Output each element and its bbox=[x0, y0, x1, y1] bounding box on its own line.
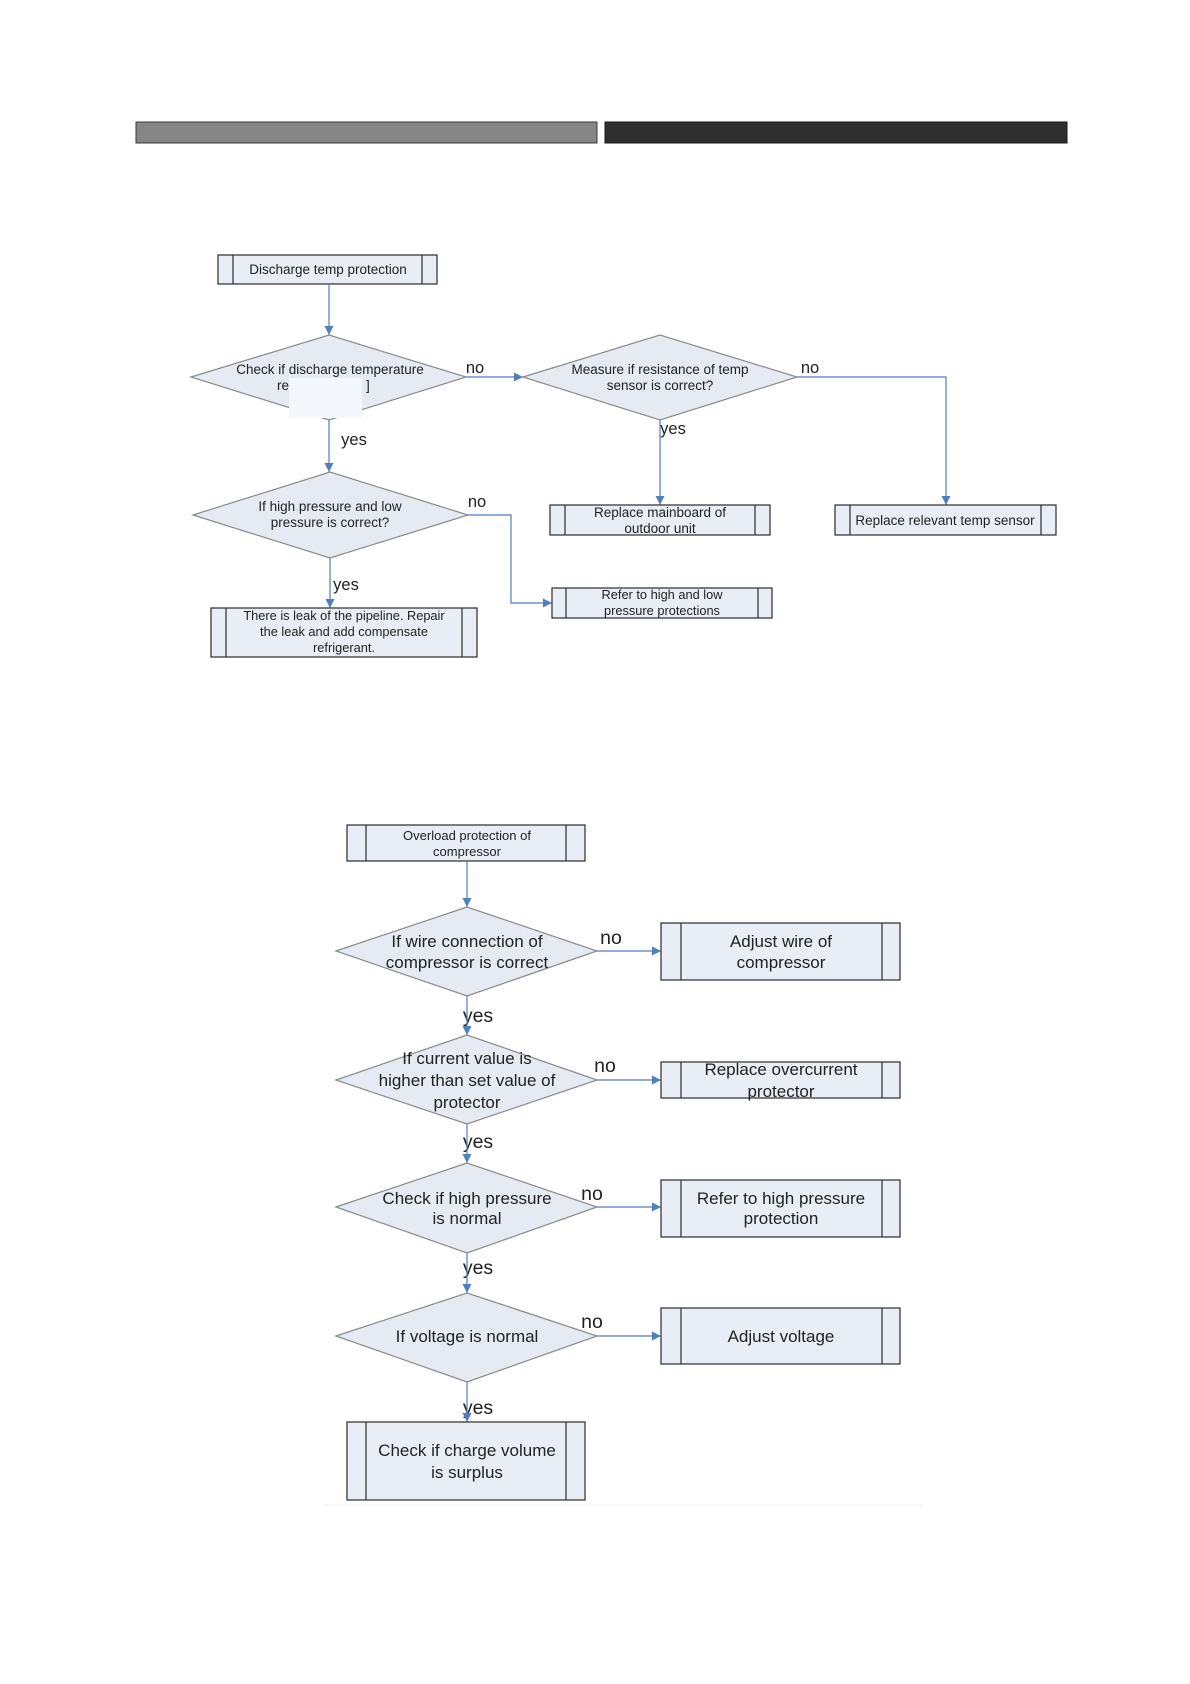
refer-pressure-line-2: pressure protections bbox=[604, 603, 720, 618]
no-label-check-pressure: no bbox=[468, 493, 486, 511]
replace-temp-sensor-box: Replace relevant temp sensor bbox=[834, 504, 1057, 536]
refer-high-pressure-line-2: protection bbox=[744, 1209, 819, 1228]
adjust-wire-box: Adjust wire of compressor bbox=[660, 922, 901, 981]
check-pressure-line-2: pressure is correct? bbox=[271, 515, 390, 530]
adjust-wire-line-1: Adjust wire of bbox=[730, 932, 832, 951]
replace-overcurrent-box: Replace overcurrent protector bbox=[660, 1060, 901, 1101]
no-label-check-current: no bbox=[594, 1055, 616, 1077]
overload-protection-line-1: Overload protection of bbox=[403, 828, 531, 843]
check-voltage-decision: If voltage is normal bbox=[334, 1292, 599, 1383]
measure-resistance-decision: Measure if resistance of temp sensor is … bbox=[520, 334, 800, 421]
replace-temp-sensor-label: Replace relevant temp sensor bbox=[855, 513, 1035, 528]
check-voltage-line-1: If voltage is normal bbox=[396, 1327, 539, 1346]
yes-label-check-high-pressure: yes bbox=[463, 1257, 494, 1279]
yes-label-check-current: yes bbox=[463, 1131, 494, 1153]
obscured-text-patch bbox=[289, 378, 362, 418]
compressor-overload-flowchart: Overload protection of compressor If wir… bbox=[324, 824, 923, 1506]
check-discharge-line-2b: ] bbox=[366, 378, 370, 393]
replace-mainboard-line-1: Replace mainboard of bbox=[594, 505, 726, 520]
no-label-check-voltage: no bbox=[581, 1311, 603, 1333]
check-current-line-3: protector bbox=[433, 1093, 500, 1112]
check-discharge-line-2a: re bbox=[277, 378, 289, 393]
check-discharge-temperature-decision: Check if discharge temperature re ] bbox=[188, 334, 469, 421]
no-label-check-discharge: no bbox=[466, 359, 484, 377]
check-charge-line-1: Check if charge volume bbox=[378, 1441, 556, 1460]
header-bar-left bbox=[135, 121, 598, 144]
leak-repair-line-1: There is leak of the pipeline. Repair bbox=[243, 608, 445, 623]
replace-overcurrent-line-2: protector bbox=[747, 1082, 814, 1101]
leak-repair-line-2: the leak and add compensate bbox=[260, 624, 428, 639]
refer-high-pressure-box: Refer to high pressure protection bbox=[660, 1179, 901, 1238]
check-discharge-line-1: Check if discharge temperature bbox=[236, 362, 424, 377]
adjust-wire-line-2: compressor bbox=[737, 953, 826, 972]
check-wire-decision: If wire connection of compressor is corr… bbox=[334, 906, 599, 997]
adjust-voltage-box: Adjust voltage bbox=[660, 1307, 901, 1365]
replace-mainboard-box: Replace mainboard of outdoor unit bbox=[549, 504, 771, 536]
refer-high-pressure-line-1: Refer to high pressure bbox=[697, 1189, 865, 1208]
check-pressure-line-1: If high pressure and low bbox=[258, 499, 402, 514]
refer-pressure-protections-box: Refer to high and low pressure protectio… bbox=[551, 587, 773, 619]
check-current-line-1: If current value is bbox=[402, 1049, 531, 1068]
check-high-pressure-decision: Check if high pressure is normal bbox=[334, 1162, 599, 1254]
check-wire-line-2: compressor is correct bbox=[386, 953, 549, 972]
overload-protection-line-2: compressor bbox=[433, 844, 502, 859]
arrow-no-to-replace-temp-sensor bbox=[797, 376, 951, 505]
discharge-temp-flowchart: Discharge temp protection Check if disch… bbox=[188, 254, 1057, 658]
header-bar-right bbox=[604, 121, 1068, 144]
check-charge-volume-box: Check if charge volume is surplus bbox=[346, 1421, 586, 1501]
check-wire-line-1: If wire connection of bbox=[391, 932, 542, 951]
yes-label-check-wire: yes bbox=[463, 1005, 494, 1027]
overload-protection-box: Overload protection of compressor bbox=[346, 824, 586, 862]
replace-overcurrent-line-1: Replace overcurrent bbox=[704, 1060, 857, 1079]
check-current-line-2: higher than set value of bbox=[379, 1071, 556, 1090]
arrow-no-to-refer-pressure bbox=[468, 514, 552, 608]
check-high-pressure-line-1: Check if high pressure bbox=[382, 1189, 551, 1208]
measure-resistance-line-1: Measure if resistance of temp bbox=[571, 362, 748, 377]
yes-label-check-pressure: yes bbox=[333, 576, 359, 594]
yes-label-measure-resistance: yes bbox=[660, 420, 686, 438]
leak-repair-line-3: refrigerant. bbox=[313, 640, 375, 655]
check-high-pressure-line-2: is normal bbox=[433, 1209, 502, 1228]
no-label-check-high-pressure: no bbox=[581, 1183, 603, 1205]
check-current-decision: If current value is higher than set valu… bbox=[334, 1034, 599, 1125]
replace-mainboard-line-2: outdoor unit bbox=[624, 521, 696, 536]
check-pressure-decision: If high pressure and low pressure is cor… bbox=[190, 471, 471, 559]
discharge-temp-protection-label: Discharge temp protection bbox=[249, 262, 407, 277]
no-label-check-wire: no bbox=[600, 927, 622, 949]
adjust-voltage-label: Adjust voltage bbox=[728, 1327, 835, 1346]
check-charge-line-2: is surplus bbox=[431, 1463, 503, 1482]
page-header bbox=[135, 121, 1068, 144]
discharge-temp-protection-box: Discharge temp protection bbox=[217, 254, 438, 285]
refer-pressure-line-1: Refer to high and low bbox=[602, 587, 724, 602]
yes-label-check-discharge: yes bbox=[341, 431, 367, 449]
no-label-measure-resistance: no bbox=[801, 359, 819, 377]
leak-repair-box: There is leak of the pipeline. Repair th… bbox=[210, 607, 478, 658]
measure-resistance-line-2: sensor is correct? bbox=[607, 378, 714, 393]
